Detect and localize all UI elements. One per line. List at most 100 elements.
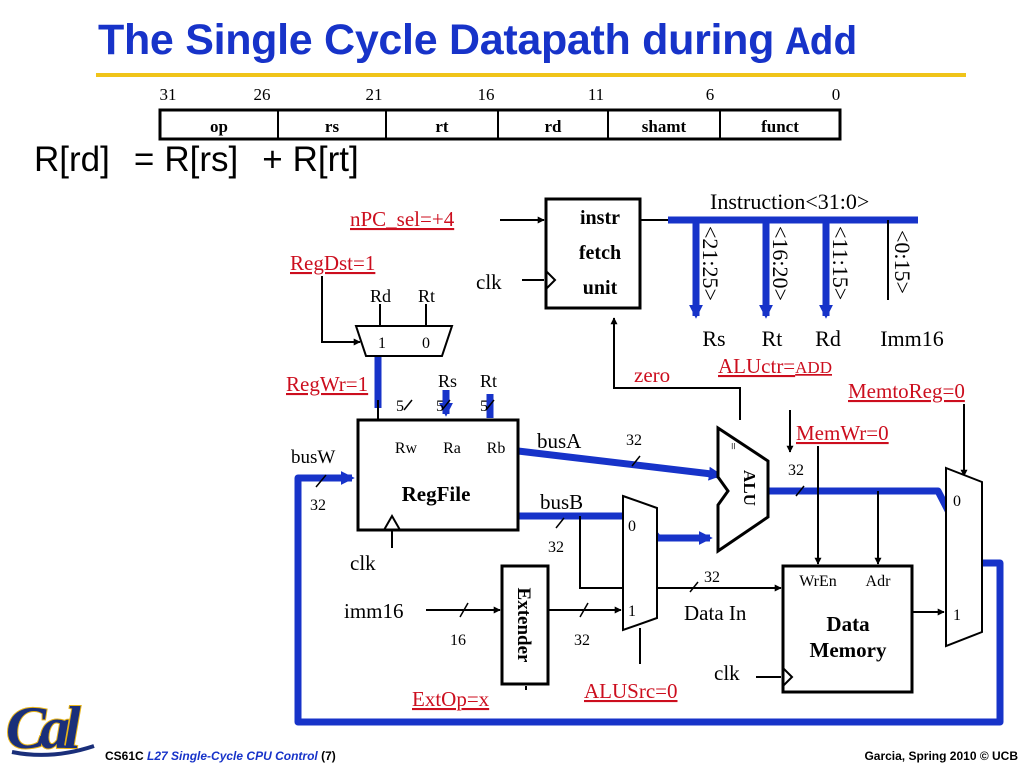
slide-title-text: The Single Cycle Datapath during	[98, 16, 775, 64]
busA-label: busA	[537, 429, 582, 453]
instruction-bus-label: Instruction<31:0>	[710, 189, 869, 214]
slice-rt: <16:20>	[768, 226, 793, 301]
field-funct: funct	[761, 117, 799, 136]
control-wires	[321, 216, 968, 690]
field-rd: rd	[545, 117, 563, 136]
equation-op1: R[rs]	[164, 140, 239, 179]
busA-wire	[517, 447, 723, 481]
memory-adr: Adr	[866, 573, 892, 590]
memtoreg-mux-sel0: 0	[953, 493, 961, 510]
label-rs: Rs	[702, 326, 725, 351]
footer-lecture: L27 Single-Cycle CPU Control	[147, 749, 318, 763]
busW-label: busW	[291, 447, 335, 468]
width-imm16: 16	[450, 632, 466, 649]
slice-rs: <21:25>	[698, 226, 723, 301]
width-rb: 5	[480, 398, 488, 415]
width-ticks	[315, 399, 805, 618]
field-op: op	[210, 117, 228, 136]
footer-course-code: CS61C	[105, 749, 144, 763]
data-in-label: Data In	[684, 601, 747, 625]
memory-line1: Data	[826, 612, 870, 636]
width-busA: 32	[626, 432, 642, 449]
busB-wire	[518, 512, 713, 545]
regwr-signal: RegWr=1	[286, 372, 368, 396]
datapath-labels: Instruction<31:0> <21:25> <16:20> <11:15…	[291, 189, 944, 685]
control-signal-labels: nPC_sel=+4 RegDst=1 RegWr=1 ALUctr=ADD M…	[286, 207, 965, 711]
memory-line2: Memory	[810, 638, 887, 662]
bit-21: 21	[366, 85, 383, 104]
instr-fetch-line2: fetch	[579, 242, 621, 264]
width-busW: 32	[310, 497, 326, 514]
cal-logo: Cal	[5, 694, 95, 762]
regfile: Rw Ra Rb RegFile	[356, 418, 520, 532]
regfile-in-rs: Rs	[438, 371, 457, 391]
alu: ALU =	[716, 425, 770, 554]
width-extended: 32	[574, 632, 590, 649]
regfile-name: RegFile	[402, 482, 471, 506]
aluctr-signal: ALUctr=ADD	[718, 354, 832, 378]
equation-equals: =	[133, 140, 155, 179]
regfile-rw: Rw	[395, 440, 418, 457]
field-rs: rs	[325, 117, 340, 136]
regdst-mux-sel1: 1	[378, 335, 386, 352]
bit-11: 11	[588, 85, 604, 104]
bit-31: 31	[160, 85, 177, 104]
instruction-format: 31 26 21 16 11 6 0 op rs rt rd s	[158, 85, 842, 141]
memtoreg-signal: MemtoReg=0	[848, 379, 965, 403]
width-ra: 5	[436, 398, 444, 415]
regdst-in-rt: Rt	[418, 286, 435, 306]
bit-0: 0	[832, 85, 841, 104]
alusrc-mux-sel0: 0	[628, 518, 636, 535]
label-rt: Rt	[762, 326, 783, 351]
alusrc-mux: 0 1	[622, 494, 658, 632]
clk-fetch: clk	[476, 270, 502, 294]
width-data-in: 32	[704, 569, 720, 586]
slide-title-instr: Add	[785, 22, 857, 67]
field-rt: rt	[435, 117, 449, 136]
slide-title: The Single Cycle Datapath during Add	[98, 16, 857, 67]
clk-memory: clk	[714, 661, 740, 685]
alu-eq: =	[726, 442, 741, 449]
equation-op2: R[rt]	[292, 140, 359, 179]
equation: R[rd] =R[rs] +R[rt]	[34, 140, 373, 180]
regfile-in-rt: Rt	[480, 371, 497, 391]
slice-rd: <11:15>	[828, 226, 853, 300]
footer-page: (7)	[321, 749, 336, 763]
title-rule	[96, 73, 966, 77]
instr-fetch-unit: instr fetch unit	[544, 197, 642, 310]
memtoreg-mux: 0 1	[945, 466, 983, 648]
regdst-mux-sel0: 0	[422, 335, 430, 352]
clk-regfile: clk	[350, 551, 376, 575]
zero-label: zero	[634, 363, 670, 387]
aluctr-signal-text: ALUctr=	[718, 354, 795, 378]
regfile-ra: Ra	[443, 440, 461, 457]
writeback-bus	[294, 471, 1004, 726]
data-memory: WrEn Adr Data Memory	[781, 564, 914, 694]
slice-imm16: <0:15>	[890, 230, 915, 294]
regfile-rb: Rb	[487, 440, 506, 457]
bit-16: 16	[478, 85, 495, 104]
format-box	[158, 108, 842, 141]
alu-label: ALU	[740, 470, 759, 506]
memtoreg-mux-sel1: 1	[953, 607, 961, 624]
imm16-label: imm16	[344, 599, 404, 623]
equation-plus: +	[262, 140, 283, 179]
regdst-in-rd: Rd	[370, 286, 391, 306]
width-alu-out: 32	[788, 462, 804, 479]
bit-26: 26	[254, 85, 271, 104]
field-shamt: shamt	[642, 117, 687, 136]
npc-sel-signal: nPC_sel=+4	[350, 207, 455, 231]
equation-lhs: R[rd]	[34, 140, 110, 179]
memwr-signal: MemWr=0	[796, 421, 889, 445]
label-imm16: Imm16	[880, 326, 944, 351]
width-busB: 32	[548, 539, 564, 556]
instr-fetch-line1: instr	[580, 207, 620, 229]
label-rd: Rd	[815, 326, 841, 351]
extop-signal: ExtOp=x	[412, 687, 490, 711]
extender: Extender	[500, 564, 550, 686]
aluctr-signal-value: ADD	[795, 358, 832, 377]
bit-6: 6	[706, 85, 715, 104]
footer-course: CS61C L27 Single-Cycle CPU Control (7)	[105, 749, 336, 763]
